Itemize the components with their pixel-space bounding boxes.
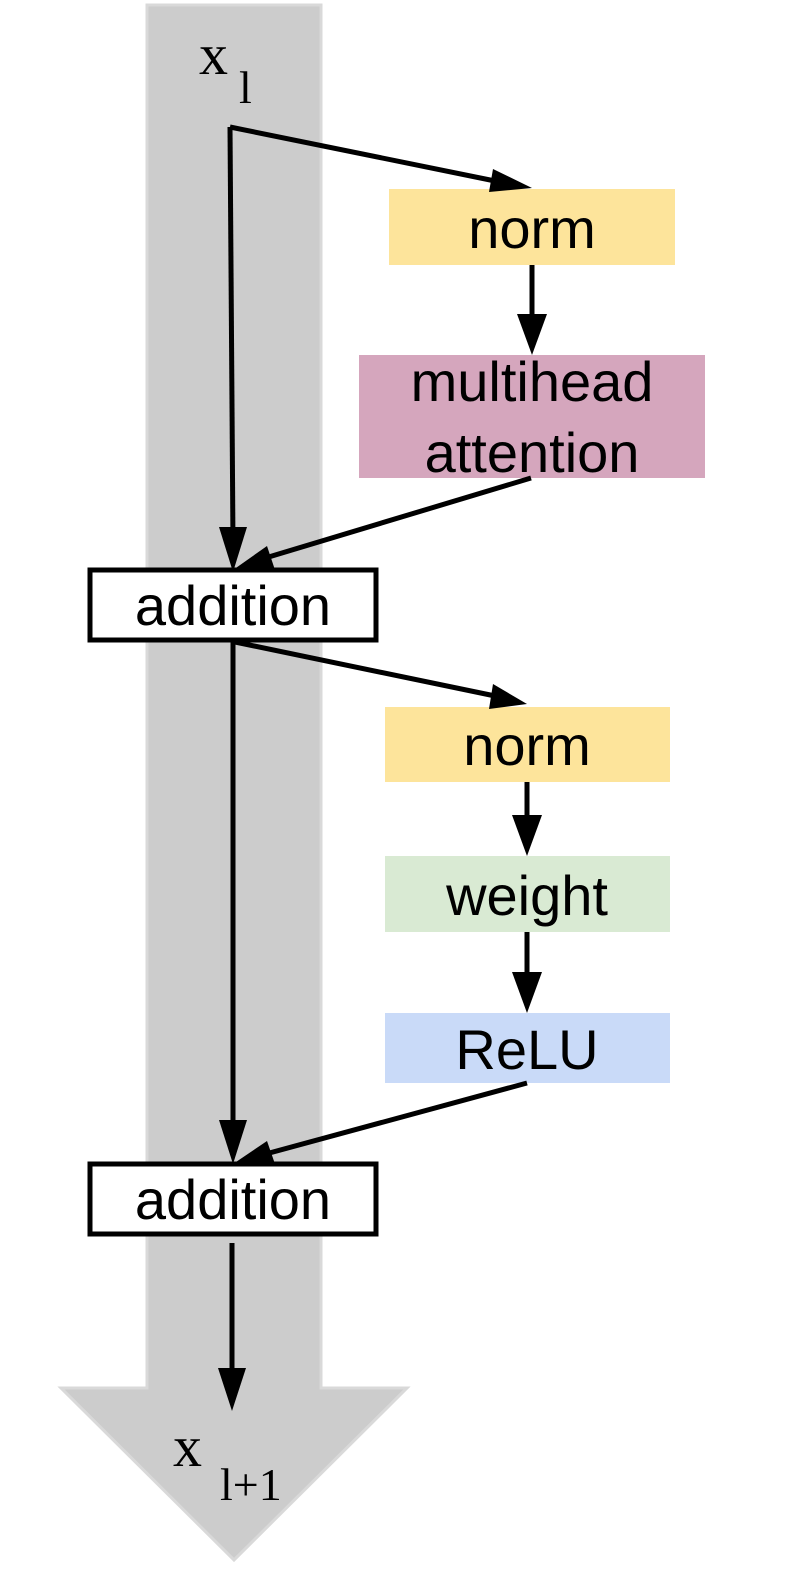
arrowhead-addition2-residual	[219, 1120, 247, 1164]
arrowhead-addition1-branch	[233, 546, 275, 570]
multihead-attention-box	[359, 355, 705, 478]
edge-input-to-norm1	[229, 124, 501, 185]
relu-label: ReLU	[455, 1018, 598, 1081]
arrowhead-norm1	[489, 169, 532, 192]
edge-relu-to-addition2	[261, 1080, 528, 1158]
attention-label-line1: multihead	[411, 350, 654, 413]
arrowheads	[218, 169, 547, 1411]
edge-addition1-to-norm2	[234, 639, 501, 700]
norm-label-attention: norm	[468, 197, 596, 260]
addition-label-mlp: addition	[135, 1168, 331, 1231]
norm-box-attention	[389, 189, 675, 265]
arrowhead-norm2	[489, 684, 527, 709]
norm-label-mlp: norm	[463, 714, 591, 777]
input-label: x l	[199, 22, 252, 113]
arrowhead-weight	[512, 815, 542, 856]
addition-label-attention: addition	[135, 574, 331, 637]
arrowhead-attention	[517, 314, 547, 355]
arrowhead-output	[218, 1368, 246, 1411]
arrowhead-relu	[512, 972, 542, 1013]
edge-input-to-addition1	[227, 126, 236, 546]
arrowhead-addition2-branch	[233, 1141, 275, 1164]
output-subscript: l+1	[220, 1459, 282, 1510]
output-symbol: x	[173, 1414, 202, 1479]
weight-box	[385, 856, 670, 932]
weight-label: weight	[445, 864, 608, 927]
norm-box-mlp	[385, 707, 670, 782]
edge-attention-to-addition1	[261, 475, 532, 562]
attention-label-line2: attention	[425, 421, 640, 484]
input-symbol: x	[199, 22, 228, 87]
relu-box	[385, 1013, 670, 1083]
output-label: x l+1	[173, 1414, 282, 1510]
arrowhead-addition1-residual	[219, 527, 247, 572]
input-subscript: l	[239, 62, 252, 113]
